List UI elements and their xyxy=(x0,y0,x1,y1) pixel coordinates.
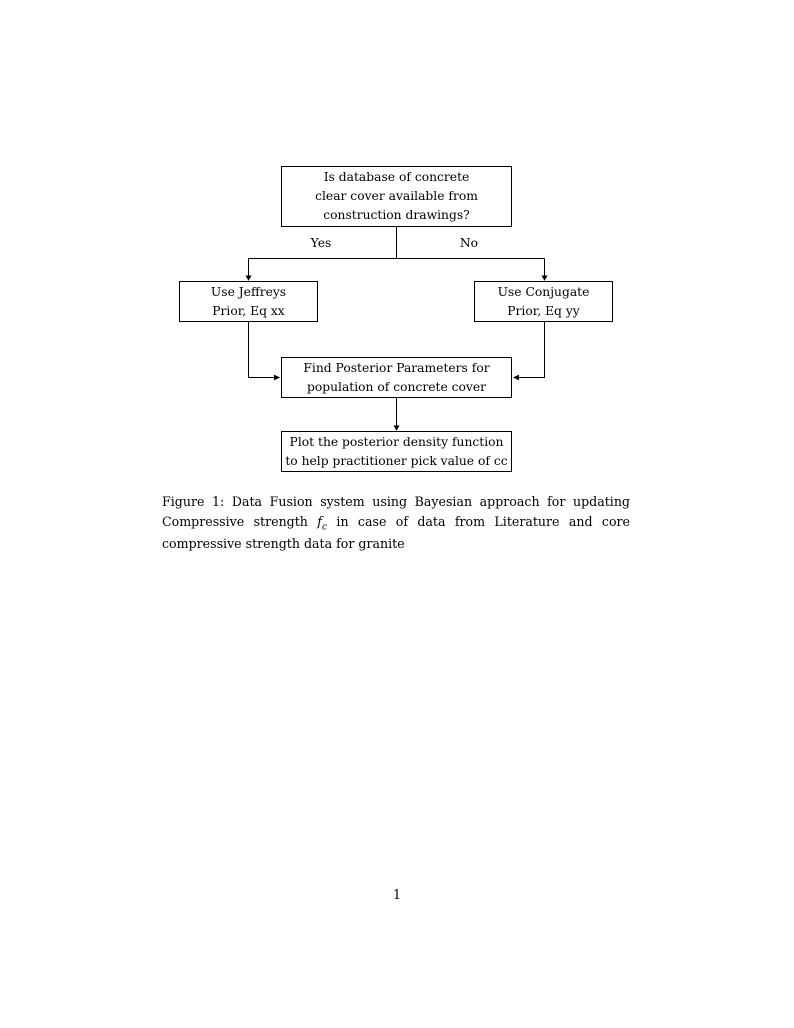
connector-conjugate-to-posterior xyxy=(518,322,545,378)
caption-math-fc: fc xyxy=(317,513,328,533)
caption-math-base: f xyxy=(317,513,322,529)
flowchart-node-jeffreys-prior: Use Jeffreys Prior, Eq xx xyxy=(179,281,318,322)
caption-math-subscript: c xyxy=(321,522,328,533)
jeffreys-line-1: Use Jeffreys xyxy=(210,284,287,299)
plot-line-2: to help practitioner pick value of cc xyxy=(285,453,508,468)
flowchart-connectors xyxy=(245,227,548,431)
decision-line-2: clear cover available from xyxy=(315,189,478,204)
figure-flowchart: Is database of concrete clear cover avai… xyxy=(0,0,794,500)
caption-text-part-1: Data Fusion system using Bayesian approa… xyxy=(162,494,630,529)
flowchart-node-plot-posterior-density: Plot the posterior density function to h… xyxy=(281,431,512,472)
connector-merge-arrowheads xyxy=(274,374,519,381)
caption-text-part-2: in case of data from Literature and core… xyxy=(162,513,631,552)
caption-label: Figure 1: xyxy=(162,494,225,509)
posterior-line-2: population of concrete cover xyxy=(306,379,487,394)
flowchart-node-decision: Is database of concrete clear cover avai… xyxy=(281,166,512,227)
page-number: 1 xyxy=(392,887,401,902)
connector-jeffreys-to-posterior xyxy=(248,322,275,378)
decision-line-1: Is database of concrete xyxy=(323,170,470,185)
jeffreys-line-2: Prior, Eq xx xyxy=(212,303,285,318)
figure-caption: Figure 1: Data Fusion system using Bayes… xyxy=(162,492,630,554)
conjugate-line-1: Use Conjugate xyxy=(497,284,590,299)
posterior-line-1: Find Posterior Parameters for xyxy=(303,360,490,375)
conjugate-line-2: Prior, Eq yy xyxy=(507,303,580,318)
plot-line-1: Plot the posterior density function xyxy=(289,434,504,449)
flowchart-node-find-posterior-parameters: Find Posterior Parameters for population… xyxy=(281,357,512,398)
branch-label-no: No xyxy=(459,236,479,250)
branch-label-yes: Yes xyxy=(310,236,332,250)
flowchart-node-conjugate-prior: Use Conjugate Prior, Eq yy xyxy=(474,281,613,322)
decision-line-3: construction drawings? xyxy=(323,207,470,222)
